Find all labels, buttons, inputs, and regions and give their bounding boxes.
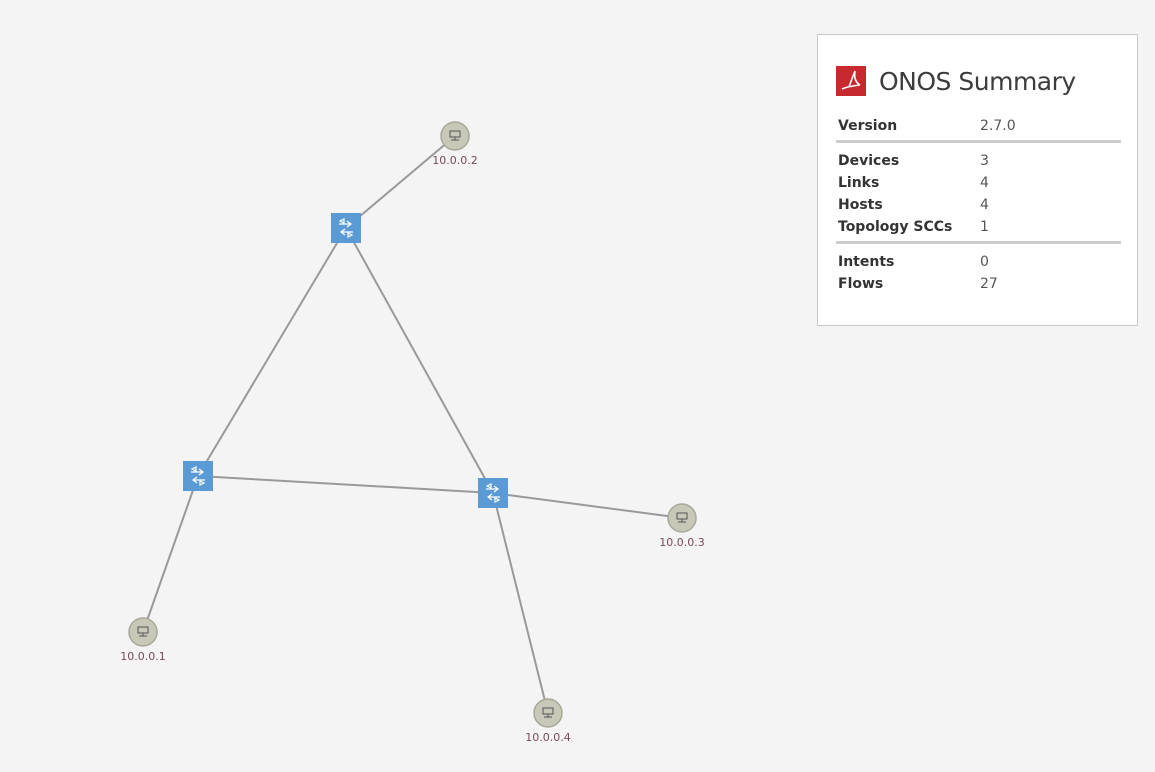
- summary-row-links: Links 4: [836, 172, 1121, 194]
- link-devleft-devright[interactable]: [197, 475, 494, 494]
- host-label: 10.0.0.2: [432, 154, 477, 167]
- host-glyph: [676, 512, 688, 523]
- host-icon: [440, 121, 470, 151]
- host-3[interactable]: 10.0.0.3: [659, 503, 705, 549]
- host-label: 10.0.0.1: [120, 650, 165, 663]
- switch-icon: [331, 213, 361, 243]
- link-devtop-devleft[interactable]: [197, 227, 347, 477]
- summary-row-sccs: Topology SCCs 1: [836, 216, 1121, 238]
- summary-key: Devices: [838, 153, 900, 169]
- link-devtop-devright[interactable]: [345, 227, 494, 494]
- host-glyph: [137, 626, 149, 637]
- host-icon: [128, 617, 158, 647]
- host-label: 10.0.0.3: [659, 536, 704, 549]
- host-icon: [667, 503, 697, 533]
- host-icon: [533, 698, 563, 728]
- summary-key: Links: [838, 175, 880, 191]
- summary-value: 2.7.0: [980, 118, 1016, 134]
- link-devright-host3[interactable]: [492, 492, 683, 519]
- summary-header: ONOS Summary: [836, 65, 1119, 97]
- summary-title: ONOS Summary: [879, 66, 1076, 96]
- switch-arrows: [485, 483, 501, 503]
- device-left[interactable]: [183, 461, 213, 491]
- switch-icon: [183, 461, 213, 491]
- links-layer: [142, 135, 683, 714]
- summary-row-hosts: Hosts 4: [836, 194, 1121, 216]
- host-1[interactable]: 10.0.0.1: [120, 617, 166, 663]
- summary-row-flows: Flows 27: [836, 273, 1121, 295]
- summary-value: 0: [980, 254, 989, 270]
- summary-row-devices: Devices 3: [836, 150, 1121, 172]
- switch-arrows: [190, 466, 206, 486]
- link-host2-devtop[interactable]: [345, 135, 456, 229]
- summary-panel: ONOS Summary Version 2.7.0 Devices 3 Lin…: [817, 34, 1138, 326]
- host-2[interactable]: 10.0.0.2: [432, 121, 478, 167]
- summary-value: 3: [980, 153, 989, 169]
- host-glyph: [542, 707, 554, 718]
- host-label: 10.0.0.4: [525, 731, 570, 744]
- device-top[interactable]: [331, 213, 361, 243]
- host-glyph: [449, 130, 461, 141]
- link-devleft-host1[interactable]: [142, 475, 199, 633]
- device-right[interactable]: [478, 478, 508, 508]
- summary-row-intents: Intents 0: [836, 251, 1121, 273]
- switch-icon: [478, 478, 508, 508]
- summary-key: Topology SCCs: [838, 219, 953, 235]
- host-4[interactable]: 10.0.0.4: [525, 698, 571, 744]
- summary-value: 27: [980, 276, 998, 292]
- summary-key: Version: [838, 118, 898, 134]
- summary-key: Flows: [838, 276, 884, 292]
- summary-table: Version 2.7.0 Devices 3 Links 4 Hosts 4 …: [836, 115, 1121, 295]
- summary-value: 4: [980, 197, 989, 213]
- summary-row-version: Version 2.7.0: [836, 115, 1121, 137]
- summary-key: Intents: [838, 254, 895, 270]
- summary-value: 1: [980, 219, 989, 235]
- separator: [836, 137, 1121, 145]
- switch-arrows: [338, 218, 354, 238]
- onos-logo-icon: [836, 66, 866, 96]
- link-devright-host4[interactable]: [492, 492, 549, 714]
- summary-key: Hosts: [838, 197, 883, 213]
- separator: [836, 238, 1121, 246]
- summary-value: 4: [980, 175, 989, 191]
